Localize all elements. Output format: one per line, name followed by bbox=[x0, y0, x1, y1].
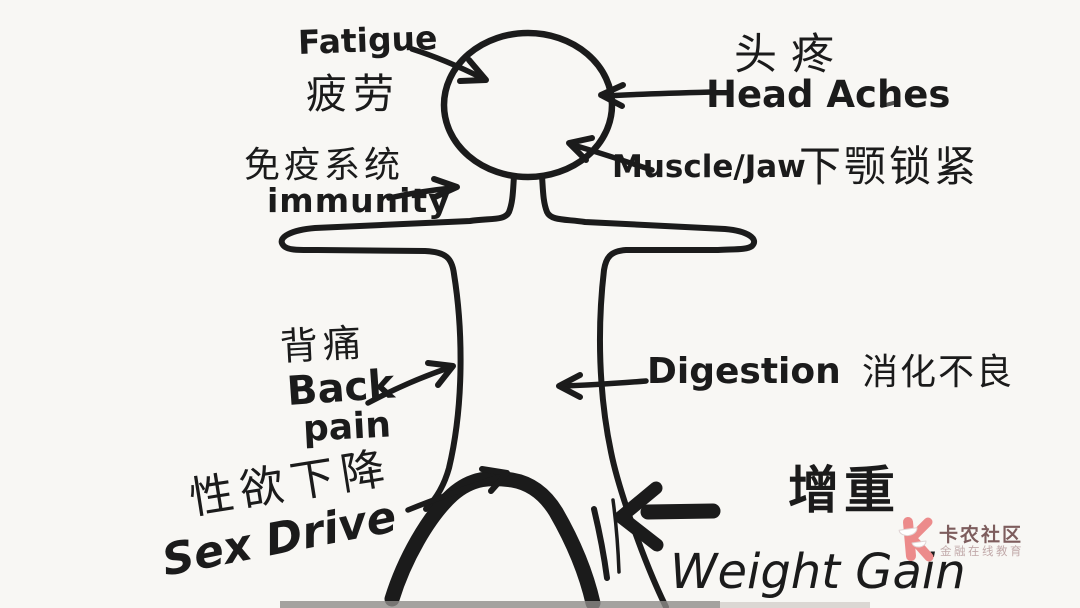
watermark-title: 卡农社区 bbox=[939, 524, 1024, 546]
left-arm-torso-line bbox=[278, 173, 517, 512]
immunity-label-en: immunity bbox=[267, 181, 451, 220]
muscle-jaw-label-en: Muscle/Jaw bbox=[612, 149, 806, 185]
arrow-immunity bbox=[386, 176, 460, 201]
right-arm-torso-line bbox=[539, 173, 757, 608]
kanong-flower-k-logo bbox=[898, 517, 934, 562]
arrow-weight-gain bbox=[614, 481, 721, 552]
inner-leg-line bbox=[591, 506, 610, 581]
arrow-muscle-jaw bbox=[566, 135, 655, 173]
fatigue-label-en: Fatigue bbox=[297, 18, 439, 62]
arrow-fatigue bbox=[409, 46, 489, 84]
arrow-digestion bbox=[556, 372, 649, 400]
head-aches-label-zh: 头疼 bbox=[734, 30, 848, 80]
back-pain-label-en2: pain bbox=[301, 404, 392, 450]
groin-arch bbox=[384, 471, 601, 608]
arrow-sex-drive bbox=[405, 466, 510, 513]
watermark-subtitle: 金融在线教育 bbox=[940, 544, 1024, 558]
digestion-label-en: Digestion bbox=[647, 351, 841, 392]
bottom-crop-bar bbox=[280, 601, 720, 608]
watermark: 卡农社区 金融在线教育 bbox=[897, 514, 1067, 562]
fatigue-label-zh: 疲劳 bbox=[306, 70, 400, 118]
weight-gain-label-zh: 增重 bbox=[788, 462, 901, 521]
digestion-label-zh: 消化不良 bbox=[862, 352, 1015, 393]
back-pain-label-zh: 背痛 bbox=[278, 320, 368, 369]
head-outline bbox=[440, 29, 616, 181]
head-aches-label-en: Head Aches bbox=[706, 73, 951, 116]
bottom-crop-bar-light bbox=[720, 602, 870, 608]
inner-leg-line-thin bbox=[611, 498, 621, 574]
arrow-head-aches bbox=[598, 82, 899, 109]
weight-gain-label-en: Weight Gain bbox=[670, 544, 966, 600]
muscle-jaw-label-zh: 下颚锁紧 bbox=[799, 142, 980, 191]
immunity-label-zh: 免疫系统 bbox=[244, 145, 405, 186]
arrow-back-pain bbox=[365, 360, 456, 406]
